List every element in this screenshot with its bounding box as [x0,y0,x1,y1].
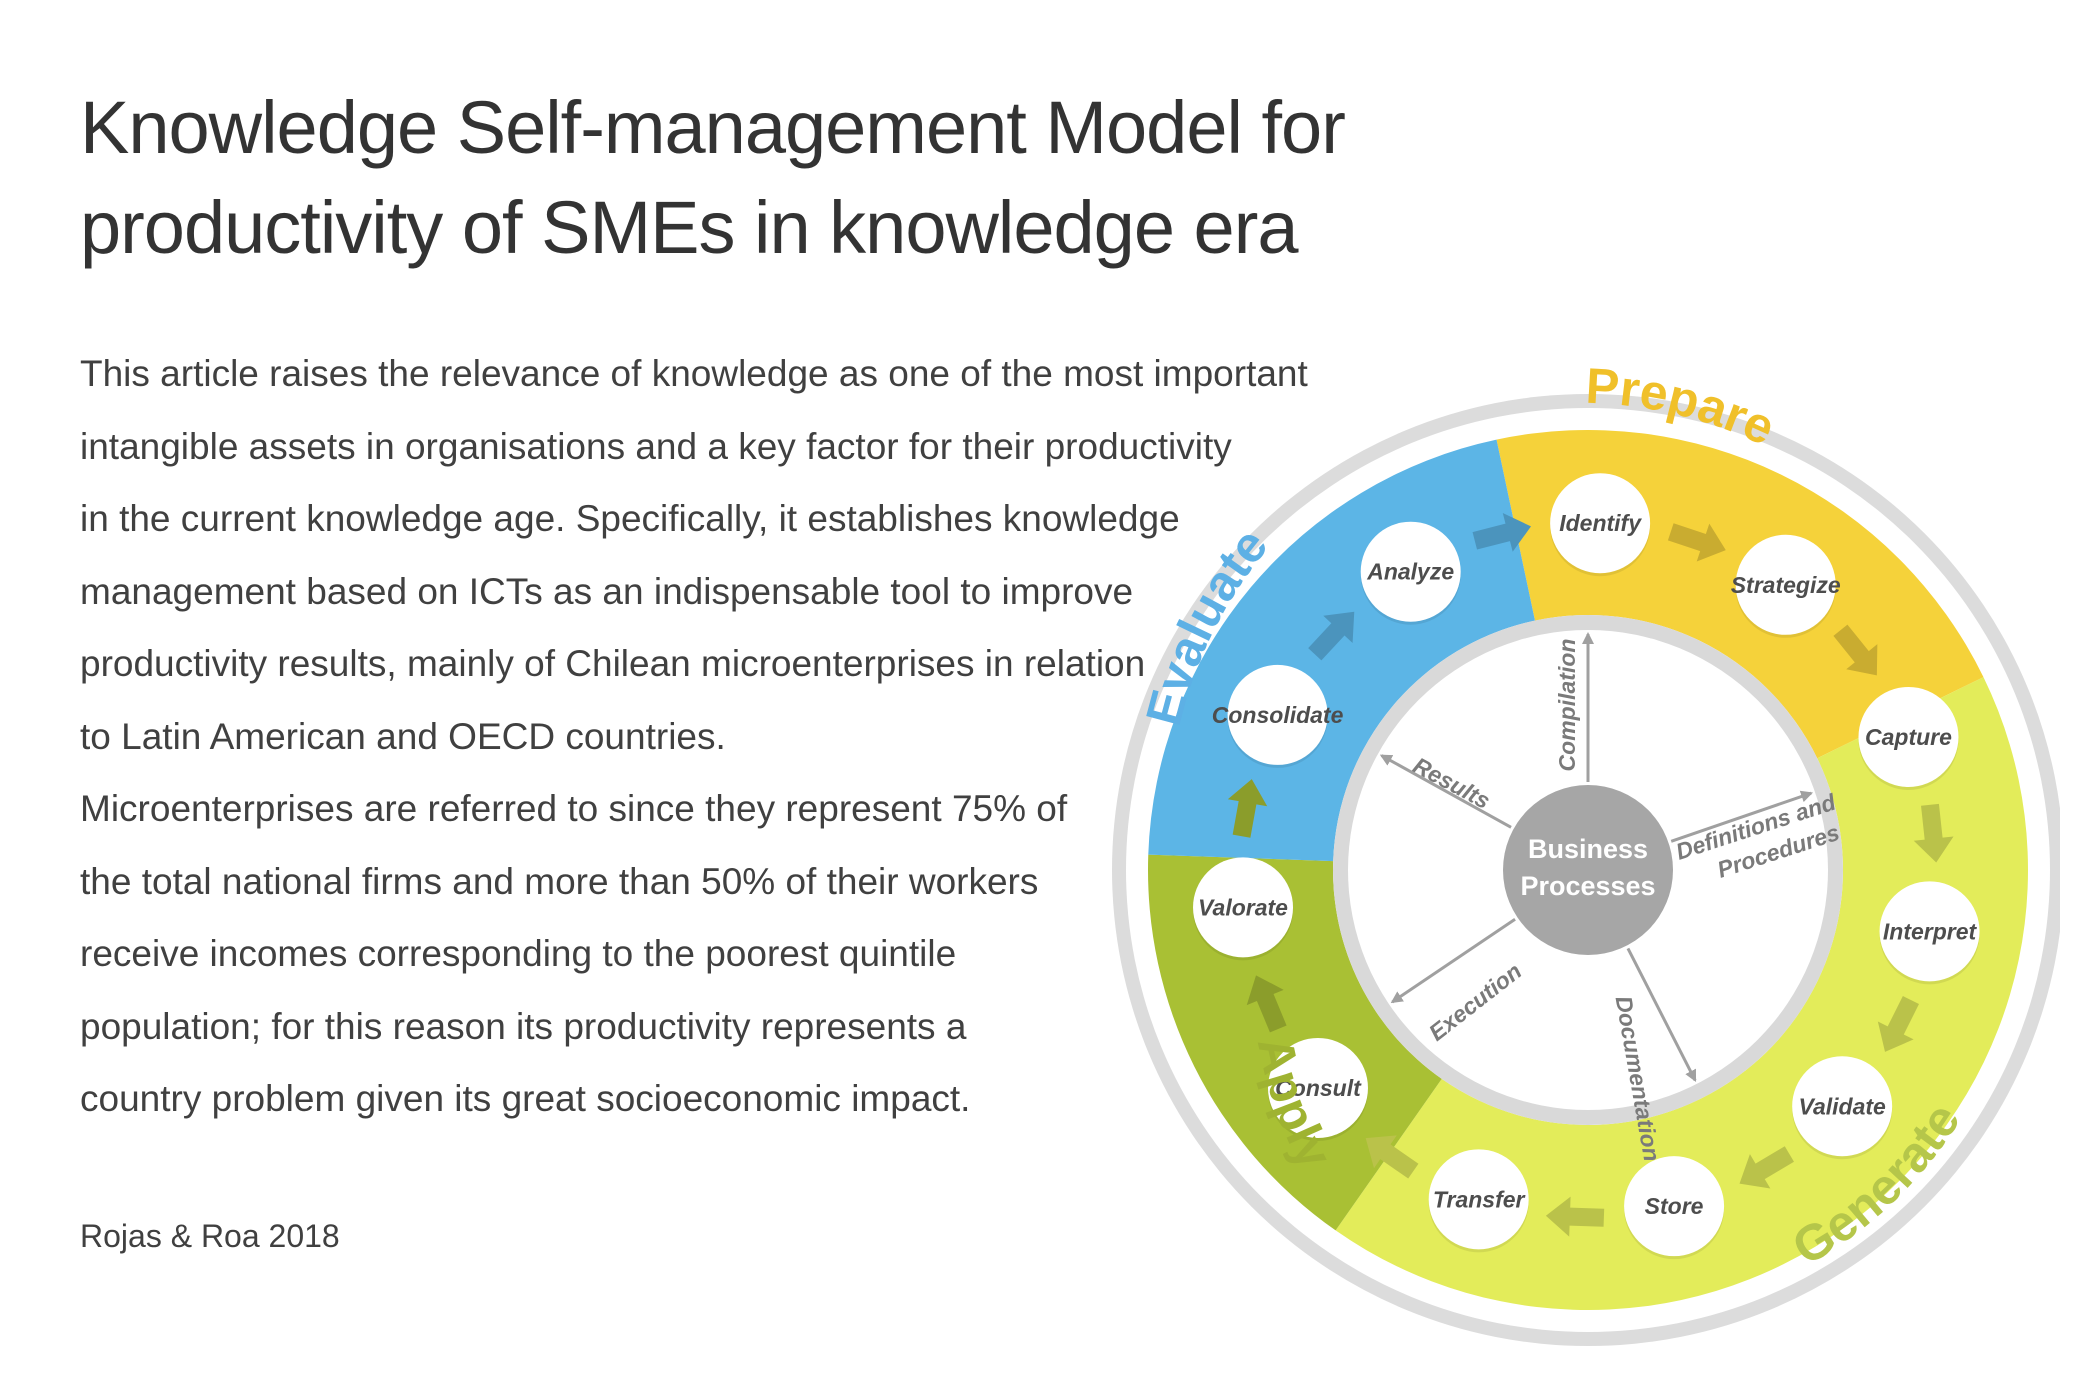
step-label-analyze: Analyze [1366,559,1454,585]
step-node-circle [1193,857,1294,958]
step-label-transfer: Transfer [1433,1186,1526,1212]
step-label-interpret: Interpret [1883,918,1978,944]
step-node-interpret: Interpret [1879,881,1980,985]
step-label-consult: Consult [1275,1075,1362,1101]
spoke-label-compilation: Compilation [1554,639,1580,772]
hub-label-line-2: Processes [1520,871,1655,901]
summary-line: to Latin American and OECD countries. [80,715,726,757]
flow-arrow [1833,624,1878,676]
step-label-validate: Validate [1798,1093,1886,1119]
step-node-strategize: Strategize [1731,534,1841,638]
step-node-validate: Validate [1792,1056,1893,1160]
summary-line: country problem given its great socioeco… [80,1078,971,1119]
flow-arrow [1877,996,1919,1052]
cycle-flow-arrows [1227,512,1954,1237]
knowledge-cycle-diagram: Business Processes Compilation Definitio… [1112,358,2060,1346]
spoke-line [1379,754,1512,829]
step-label-identify: Identify [1559,510,1642,536]
step-node-circle [1550,473,1651,574]
hub-label-line-1: Business [1528,834,1648,864]
step-node-analyze: Analyze [1360,521,1461,625]
step-node-identify: Identify [1550,473,1651,577]
spoke-lines [1379,632,1814,1083]
step-label-strategize: Strategize [1731,572,1841,598]
hub: Business Processes [1503,785,1673,955]
title-line-1: Knowledge Self-management Model for [80,86,1346,169]
summary-line: intangible assets in organisations and a… [80,425,1232,467]
step-node-store: Store [1624,1156,1725,1260]
flow-arrow [1913,803,1954,863]
step-node-circle [1735,534,1836,635]
step-node-transfer: Transfer [1428,1149,1529,1253]
summary-line: population; for this reason its producti… [80,1005,967,1047]
step-node-consult: Consult [1267,1037,1368,1141]
step-node-circle [1360,521,1461,622]
flow-arrow [1246,975,1287,1033]
step-node-circle [1267,1037,1368,1138]
step-node-circle [1624,1156,1725,1257]
step-node-circle [1879,881,1980,982]
flow-arrow [1667,523,1726,562]
article-summary: This article raises the relevance of kno… [80,338,1308,1136]
flow-arrow [1545,1196,1605,1237]
spoke-line [1390,917,1516,1004]
step-node-circle [1227,664,1328,765]
spoke-line [1670,790,1814,843]
flow-arrow [1227,779,1268,838]
step-label-consolidate: Consolidate [1212,702,1344,728]
summary-line: the total national firms and more than 5… [80,860,1039,902]
citation: Rojas & Roa 2018 [80,1218,340,1254]
step-node-circle [1792,1056,1893,1157]
page-title: Knowledge Self-management Model for prod… [80,78,1346,278]
step-label-capture: Capture [1865,724,1952,750]
step-node-valorate: Valorate [1193,857,1294,961]
flow-arrow [1739,1146,1794,1189]
spoke-line [1626,947,1697,1083]
step-node-circle [1858,686,1959,787]
summary-line: receive incomes corresponding to the poo… [80,933,957,974]
step-node-capture: Capture [1858,686,1959,790]
step-node-consolidate: Consolidate [1212,664,1344,768]
summary-line: Microenterprises are referred to since t… [80,788,1068,829]
step-nodes: IdentifyStrategizeCaptureInterpretValida… [1193,473,1980,1260]
title-line-2: productivity of SMEs in knowledge era [80,186,1299,269]
flow-arrow [1365,1135,1419,1179]
hub-circle [1503,785,1673,955]
summary-line: This article raises the relevance of kno… [80,353,1308,394]
step-label-store: Store [1645,1193,1704,1219]
summary-line: in the current knowledge age. Specifical… [80,498,1180,539]
flow-arrow [1308,611,1355,661]
summary-line: management based on ICTs as an indispens… [80,570,1134,612]
step-node-circle [1428,1149,1529,1250]
flow-arrow [1472,512,1531,552]
step-label-valorate: Valorate [1198,894,1288,920]
summary-line: productivity results, mainly of Chilean … [80,643,1146,684]
